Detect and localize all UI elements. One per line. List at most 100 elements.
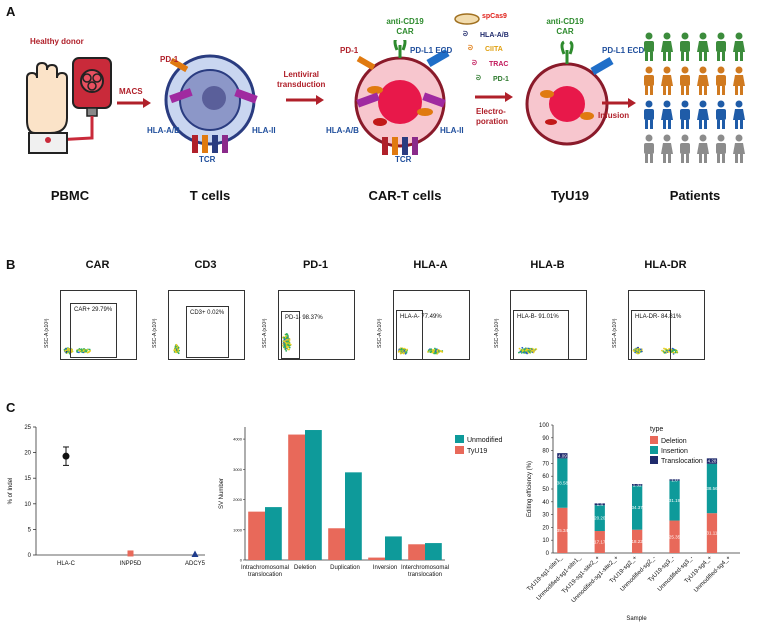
flow-event-dot: [663, 351, 666, 354]
y-axis-label: % of Indel: [8, 478, 14, 505]
legend-label: Deletion: [661, 438, 687, 445]
x-tick-label: Unmodified-sg4_+: [693, 555, 732, 594]
person-icon: [716, 134, 726, 163]
stacked-bar-segment: [557, 507, 568, 553]
flow-gate: [281, 311, 300, 359]
stacked-bar-segment: [594, 503, 605, 506]
bar: [368, 557, 385, 560]
bar: [345, 472, 362, 560]
bar-value-label: 17.17: [594, 540, 606, 545]
y-tick-label: 5: [28, 527, 32, 533]
flow-event-dot: [88, 348, 91, 351]
flow-event-dot: [518, 347, 521, 350]
flow-density-points: [282, 333, 292, 352]
person-icon: [680, 66, 690, 95]
x-tick-label: Deletion: [294, 565, 316, 571]
stacked-bar-segment: [594, 531, 605, 553]
y-tick-label: 25: [24, 425, 31, 431]
flow-event-dot: [433, 352, 436, 355]
flow-event-dot: [287, 335, 289, 337]
flow-plot-area: CAR+ 29.79%: [60, 290, 137, 360]
flow-event-dot: [70, 351, 73, 353]
flow-event-dot: [528, 350, 531, 352]
x-axis-label: Sample: [626, 616, 647, 622]
flow-event-dot: [287, 340, 289, 343]
flow-gate: [70, 303, 117, 358]
stacked-bar-segment: [706, 458, 718, 464]
flow-event-dot: [282, 344, 284, 347]
data-point: [191, 550, 199, 557]
x-tick-label: translocation: [248, 572, 282, 578]
flow-event-dot: [636, 349, 639, 352]
flow-event-dot: [639, 348, 642, 351]
flow-event-dot: [520, 352, 523, 354]
bar-value-label: 1.32: [633, 482, 642, 487]
flow-event-dot: [86, 349, 89, 351]
flow-plot-area: HLA-B- 91.01%: [510, 290, 587, 360]
person-icon: [733, 100, 745, 129]
legend-label: TyU19: [467, 448, 487, 455]
flow-event-dot: [285, 342, 288, 345]
person-icon: [680, 32, 690, 61]
person-icon: [644, 32, 654, 61]
stacked-bar-segment: [669, 479, 680, 481]
bar-value-label: 4.09: [558, 453, 567, 458]
bar: [385, 536, 402, 560]
data-point: [62, 452, 70, 460]
bar-value-label: 35.34: [557, 528, 569, 533]
electroporation-line2: poration: [476, 117, 508, 126]
flow-event-dot: [531, 350, 533, 352]
flow-event-dot: [403, 347, 406, 350]
spcas9-label: spCas9: [482, 13, 507, 20]
car-t-cell-illustration: [354, 40, 450, 155]
flow-event-dot: [283, 338, 286, 341]
flow-event-dot: [638, 350, 641, 353]
flow-event-dot: [432, 350, 435, 353]
guide-ciita-icon: ᘐ: [468, 45, 473, 52]
flow-event-dot: [81, 349, 83, 352]
flow-event-dot: [521, 349, 524, 351]
person-icon: [644, 66, 654, 95]
flow-event-dot: [177, 346, 180, 349]
person-icon: [680, 100, 690, 129]
y-tick-label: 10: [542, 538, 549, 544]
x-tick-label: Intrachromosomal: [241, 565, 289, 571]
panel-b-letter: B: [6, 257, 16, 272]
bar: [248, 511, 265, 560]
y-tick-label: 20: [24, 451, 31, 457]
bar-value-label: 18.22: [632, 539, 644, 544]
flow-event-dot: [668, 349, 671, 352]
flow-event-dot: [286, 333, 289, 336]
flow-event-dot: [78, 348, 81, 350]
y-tick-label: 60: [542, 474, 549, 480]
person-icon: [644, 134, 654, 163]
electroporation-label: Electro- poration: [476, 107, 508, 127]
person-icon: [733, 32, 745, 61]
panel-c-letter: C: [6, 400, 16, 415]
flow-event-dot: [284, 346, 287, 349]
flow-event-dot: [405, 351, 408, 354]
tyu19-anti-cd19-car-label: anti-CD19 CAR: [540, 17, 590, 37]
x-tick-label: HLA-C: [57, 561, 76, 567]
cart-anti-cd19: anti-CD19: [386, 17, 424, 26]
bar-value-label: 1.4: [597, 502, 604, 507]
macs-label: MACS: [119, 87, 143, 96]
infusion-label: Infusion: [598, 111, 630, 120]
lentiviral-label: Lentiviral transduction: [277, 70, 325, 90]
flow-density-points: [173, 343, 180, 355]
flow-event-dot: [675, 350, 678, 353]
legend-swatch: [455, 446, 464, 454]
flow-y-axis-label: SSC-A (x10³): [262, 318, 268, 348]
guide-ciita-label: CIITA: [485, 46, 503, 53]
stacked-bar-segment: [706, 513, 718, 553]
flow-event-dot: [437, 350, 440, 352]
tyu19-pdl1-ecd-label: PD-L1 ECD: [602, 46, 645, 55]
arrow-macs: [117, 98, 151, 108]
guide-hla-ab-label: HLA-A/B: [480, 32, 509, 39]
flow-density-points: [63, 347, 92, 355]
t-cell-hla-ab-label: HLA-A/B: [147, 126, 180, 135]
bar: [328, 528, 345, 560]
flow-event-dot: [436, 352, 439, 354]
bar: [288, 434, 305, 560]
flow-y-axis-label: SSC-A (x10³): [44, 318, 50, 348]
